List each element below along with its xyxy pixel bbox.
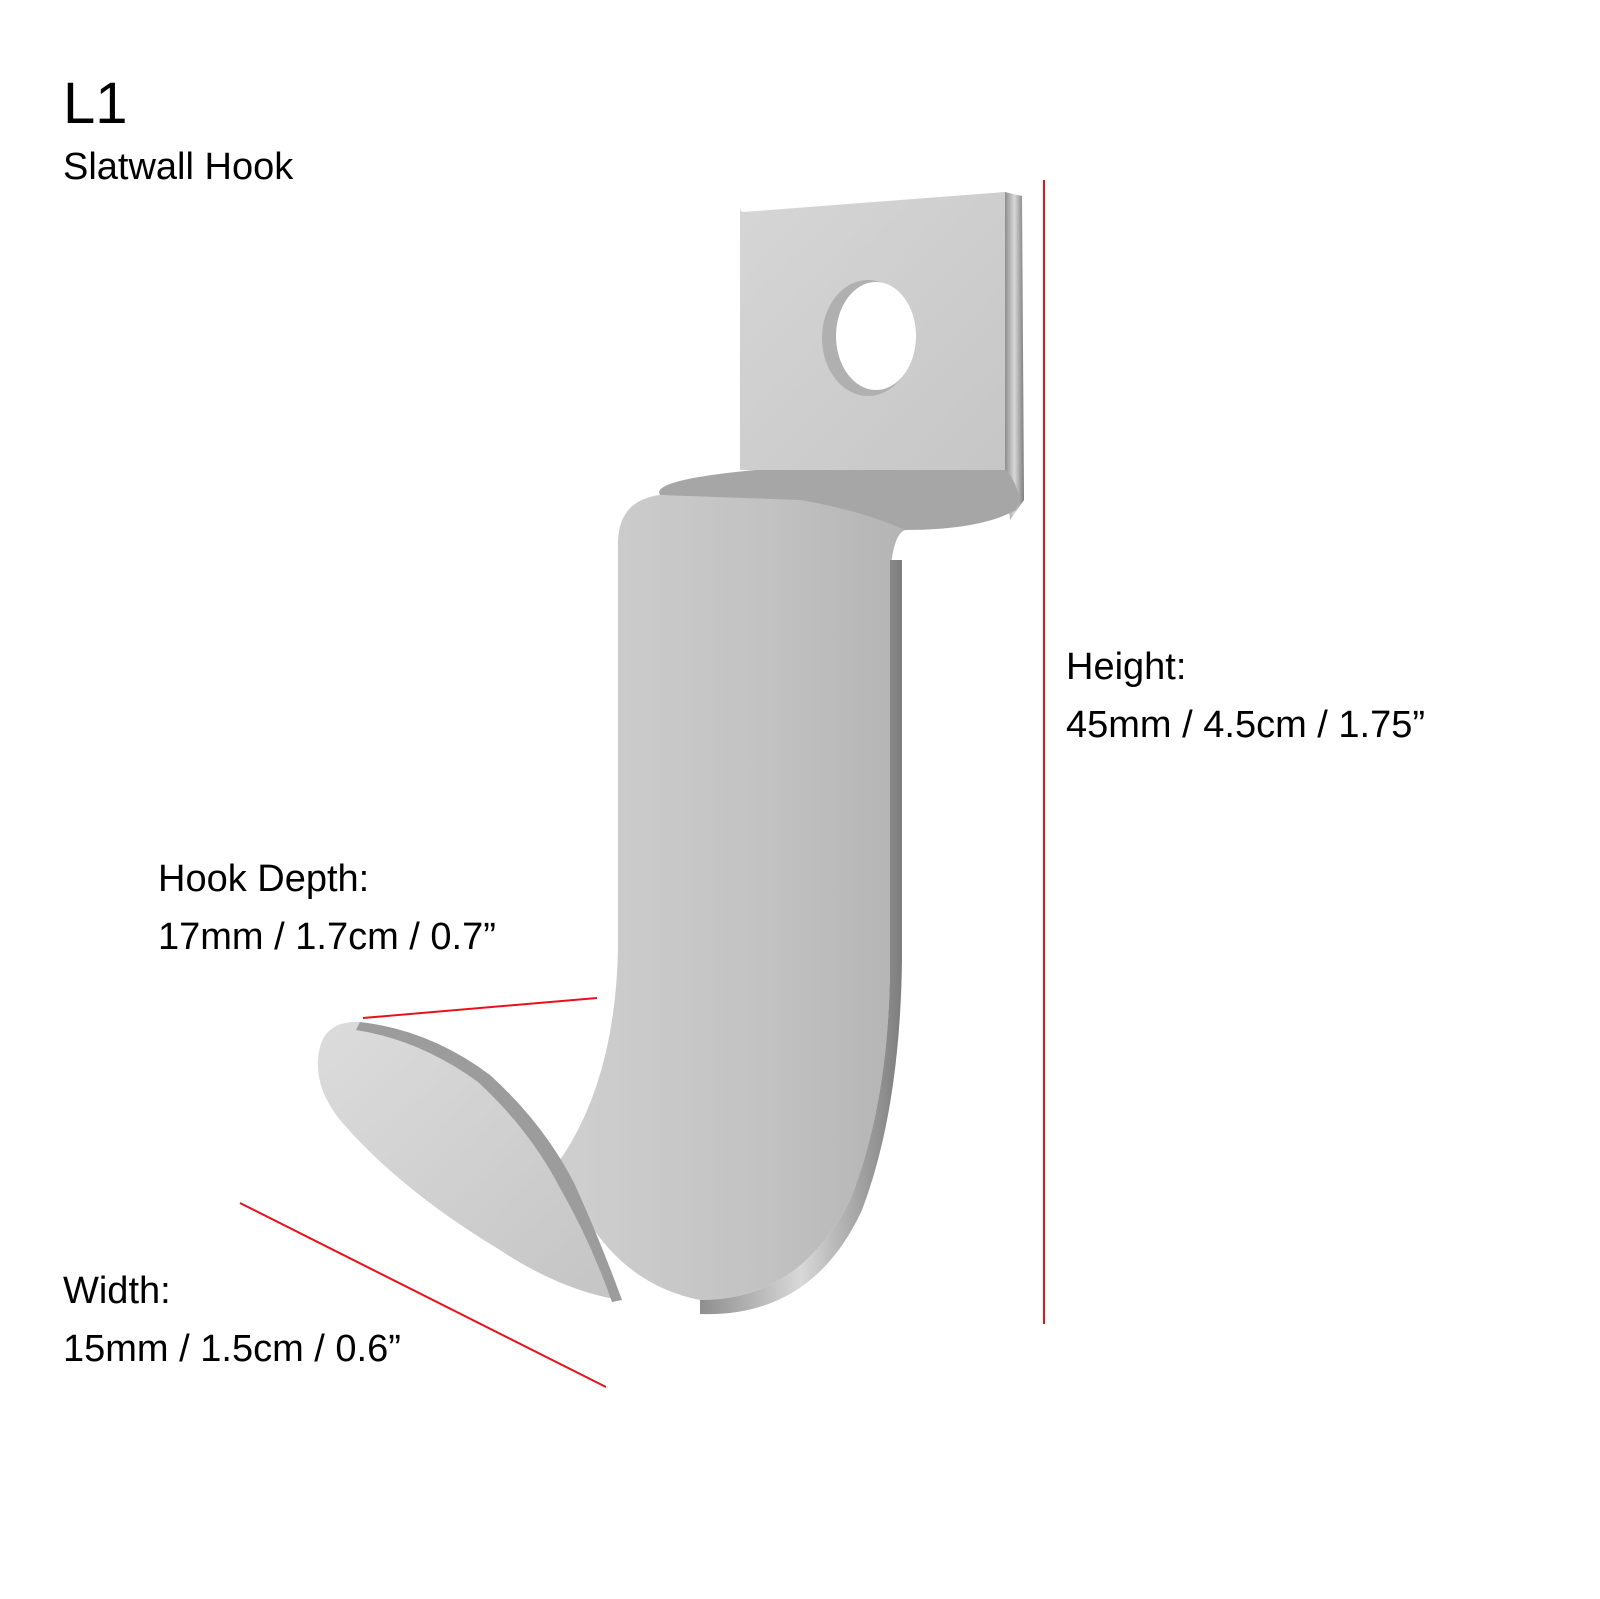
height-dimension: Height: 45mm / 4.5cm / 1.75”	[1066, 638, 1425, 754]
hook-depth-dimension: Hook Depth: 17mm / 1.7cm / 0.7”	[158, 850, 496, 966]
depth-measure-line	[362, 997, 598, 1019]
hook-depth-label: Hook Depth:	[158, 858, 370, 900]
hook-tip	[317, 1021, 622, 1302]
model-title: L1	[63, 71, 128, 136]
product-name: Slatwall Hook	[63, 146, 294, 188]
width-measure-line	[239, 1202, 607, 1388]
width-label: Width:	[63, 1270, 171, 1312]
hook-body	[560, 495, 905, 1300]
hook-depth-value: 17mm / 1.7cm / 0.7”	[158, 916, 496, 958]
width-value: 15mm / 1.5cm / 0.6”	[63, 1328, 401, 1370]
width-dimension: Width: 15mm / 1.5cm / 0.6”	[63, 1262, 401, 1378]
height-label: Height:	[1066, 646, 1187, 688]
height-value: 45mm / 4.5cm / 1.75”	[1066, 704, 1426, 746]
mounting-plate	[740, 192, 1024, 520]
